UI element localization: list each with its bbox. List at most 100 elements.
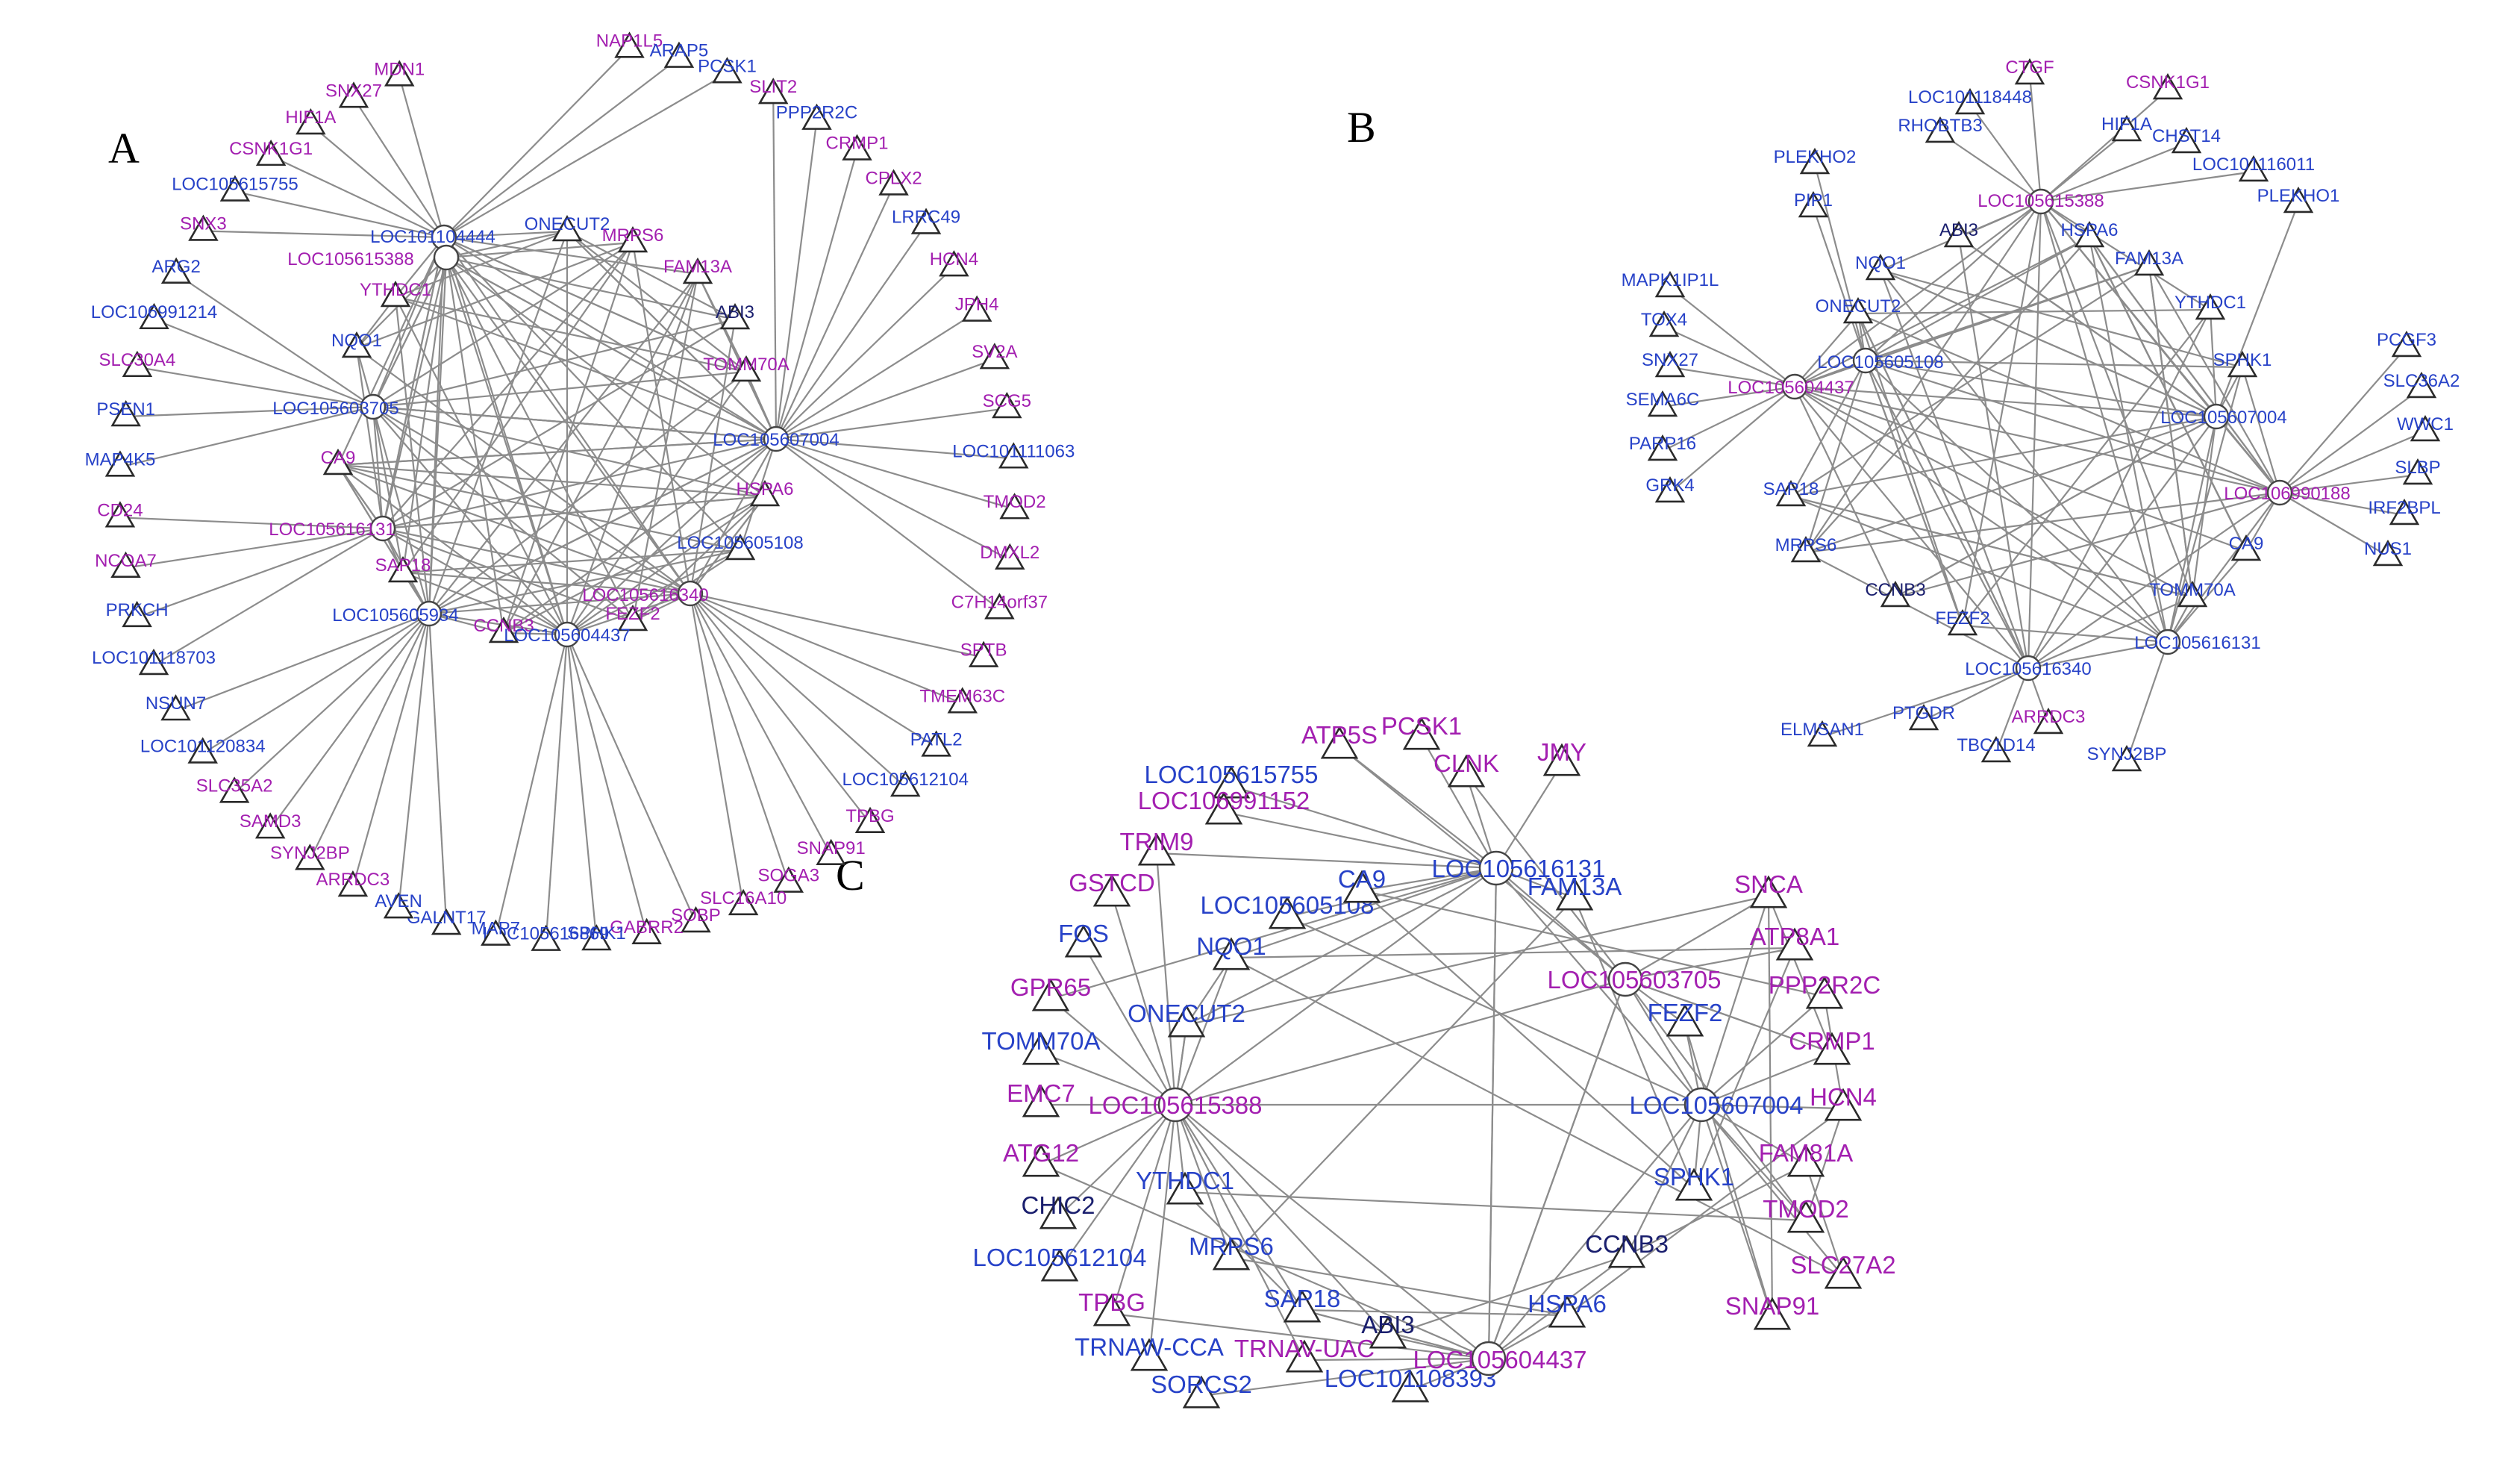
panel-b-edge-3 [1939, 132, 2042, 202]
panel-c-node-label-sorcs2: SORCS2 [1151, 1371, 1252, 1398]
panel-b-node-triangle-ccnb3 [1880, 580, 1911, 608]
panel-b-node-triangle-ythdc1 [2195, 293, 2226, 320]
panel-b-node-label-sap18: SAP18 [1763, 479, 1819, 499]
panel-a-node-label-nap1l5: NAP1L5 [596, 31, 663, 51]
panel-b-edge-47 [2027, 596, 2193, 670]
panel-a-edge-3 [772, 94, 778, 440]
panel-c-edge-87 [1231, 957, 1844, 1277]
panel-a-node-label-loc106991214: LOC106991214 [91, 302, 217, 322]
panel-a-edge-138 [566, 231, 736, 320]
panel-a-edge-167 [395, 296, 747, 373]
panel-b-edge-71 [2027, 201, 2042, 669]
panel-c-edge-29 [1231, 867, 1497, 959]
panel-b-hub-label-loc105615388: LOC105615388 [1977, 191, 2104, 211]
panel-a-node-label-patl2: PATL2 [910, 729, 963, 749]
panel-a-node-label-ncoa7: NCOA7 [95, 551, 157, 571]
panel-b-node-triangle-loc101118448 [1954, 87, 1986, 115]
panel-a-node-triangle-jph4 [961, 295, 992, 322]
panel-a-edge-20 [690, 593, 871, 824]
panel-a-hub-label-loc105616340: LOC105616340 [582, 585, 708, 605]
panel-c-hub-label-loc105604437: LOC105604437 [1413, 1346, 1586, 1373]
panel-a-edge-19 [690, 593, 906, 788]
panel-a-edge-148 [381, 237, 445, 529]
panel-c-edge-60 [1495, 867, 1626, 980]
panel-a-node-label-c7h14orf37: C7H14orf37 [951, 592, 1048, 612]
panel-a-node-label-csnk1g1: CSNK1G1 [229, 139, 313, 159]
panel-a-hub-label-loc105604437: LOC105604437 [504, 626, 630, 646]
panel-a-node-label-hcn4: HCN4 [930, 249, 978, 269]
panel-b-node-triangle-mrps6 [1790, 535, 1822, 563]
panel-b-edge-54 [1804, 360, 1867, 553]
panel-b-edge-78 [1865, 359, 2280, 494]
panel-a-edge-21 [690, 593, 832, 856]
panel-a-edge-143 [697, 273, 747, 372]
panel-b-edge-81 [2216, 416, 2280, 493]
panel-a-edge-44 [154, 318, 374, 408]
panel-b-node-label-tox4: TOX4 [1641, 310, 1687, 330]
panel-b-node-label-snx27: SNX27 [1642, 350, 1698, 370]
panel-a-node-triangle-ca9 [322, 448, 354, 475]
panel-a-edge-146 [402, 571, 568, 636]
panel-a-edge-157 [445, 230, 568, 259]
panel-a-node-triangle-tmem63c [947, 687, 978, 714]
panel-b-node-label-parp16: PARP16 [1629, 434, 1696, 454]
panel-b-edge-53 [1805, 201, 2042, 553]
panel-b-edge-37 [2209, 309, 2218, 417]
panel-a-hub-circle-loc105616340 [677, 580, 704, 607]
panel-b-edge-23 [1923, 667, 2029, 721]
panel-a-node-label-tomm70a: TOMM70A [703, 355, 790, 375]
panel-c-edge-56 [1175, 867, 1497, 1106]
panel-b-node-triangle-tomm70a [2177, 580, 2208, 608]
panel-b-node-label-pcgf3: PCGF3 [2377, 330, 2436, 350]
panel-c-node-label-fam13a: FAM13A [1528, 873, 1622, 900]
panel-c-node-triangle-ccnb3 [1607, 1235, 1646, 1268]
panel-c-edge-54 [1701, 1104, 1844, 1277]
panel-a-node-triangle-loc105616869 [531, 924, 561, 951]
panel-b-edge-79 [1865, 360, 2169, 643]
panel-a-hub-label-loc105603705: LOC105603705 [272, 399, 398, 419]
panel-a-node-triangle-sphk1 [581, 924, 612, 951]
panel-a-node-label-hif1a: HIF1A [285, 107, 336, 128]
panel-b-edge-32 [2088, 237, 2169, 643]
panel-a-node-label-hspa6: HSPA6 [737, 479, 794, 499]
panel-a-edge-165 [372, 405, 777, 440]
panel-c-edge-37 [1175, 1104, 1303, 1311]
panel-c-node-triangle-trnaw-cca [1130, 1338, 1169, 1371]
panel-b-edge-67 [1865, 201, 2042, 361]
panel-a-node-label-ccnb3: CCNB3 [473, 616, 534, 636]
panel-b-edge-84 [2167, 492, 2280, 643]
panel-b-edge-21 [2279, 492, 2389, 557]
panel-a-network: NAP1L5ARAP5PCSK1SLIT2PPP2R2CCRMP1CPLX2LR… [85, 31, 1075, 951]
panel-c-node-triangle-clnk [1447, 754, 1486, 788]
panel-c-edge-88 [1231, 1256, 1568, 1317]
panel-a-node-triangle-nqo1 [341, 331, 372, 358]
panel-b-edge-38 [2027, 309, 2211, 669]
panel-a-edge-48 [270, 155, 445, 238]
panel-a-node-label-sap18: SAP18 [375, 555, 431, 576]
panel-c-node-label-trim9: TRIM9 [1120, 828, 1194, 855]
panel-a-node-triangle-loc106991214 [139, 302, 169, 330]
panel-b-node-triangle-elmsan1 [1807, 720, 1838, 747]
panel-a-node-triangle-samd3 [254, 812, 286, 839]
panel-b-edge-31 [1865, 237, 2090, 361]
panel-a-node-triangle-arap5 [663, 41, 695, 68]
panel-b-edge-40 [2241, 367, 2281, 493]
panel-c-node-triangle-trnav-uac [1285, 1339, 1324, 1373]
panel-c-node-triangle-abi3 [1369, 1315, 1407, 1349]
panel-a-node-label-loc101120834: LOC101120834 [140, 736, 266, 756]
panel-a-node-label-tmem63c: TMEM63C [919, 686, 1005, 706]
panel-b-node-label-tomm70a: TOMM70A [2149, 580, 2236, 600]
panel-a-node-label-snx3: SNX3 [180, 214, 227, 234]
panel-a-edge-166 [372, 257, 447, 408]
panel-b-node-triangle-hif1a [2111, 114, 2142, 142]
panel-c-node-triangle-jmy [1542, 743, 1581, 776]
panel-b-hub-label-loc105605108: LOC105605108 [1817, 352, 1943, 372]
panel-a-edge-150 [503, 273, 698, 634]
panel-b-hub-label-loc105607004: LOC105607004 [2160, 408, 2286, 428]
panel-a-node-triangle-prkch [122, 600, 152, 628]
panel-c-node-label-emc7: EMC7 [1007, 1079, 1075, 1107]
panel-c-node-label-atg12: ATG12 [1003, 1139, 1079, 1167]
panel-a-node-triangle-loc105612104 [889, 770, 921, 797]
panel-a-edge-152 [395, 230, 568, 299]
